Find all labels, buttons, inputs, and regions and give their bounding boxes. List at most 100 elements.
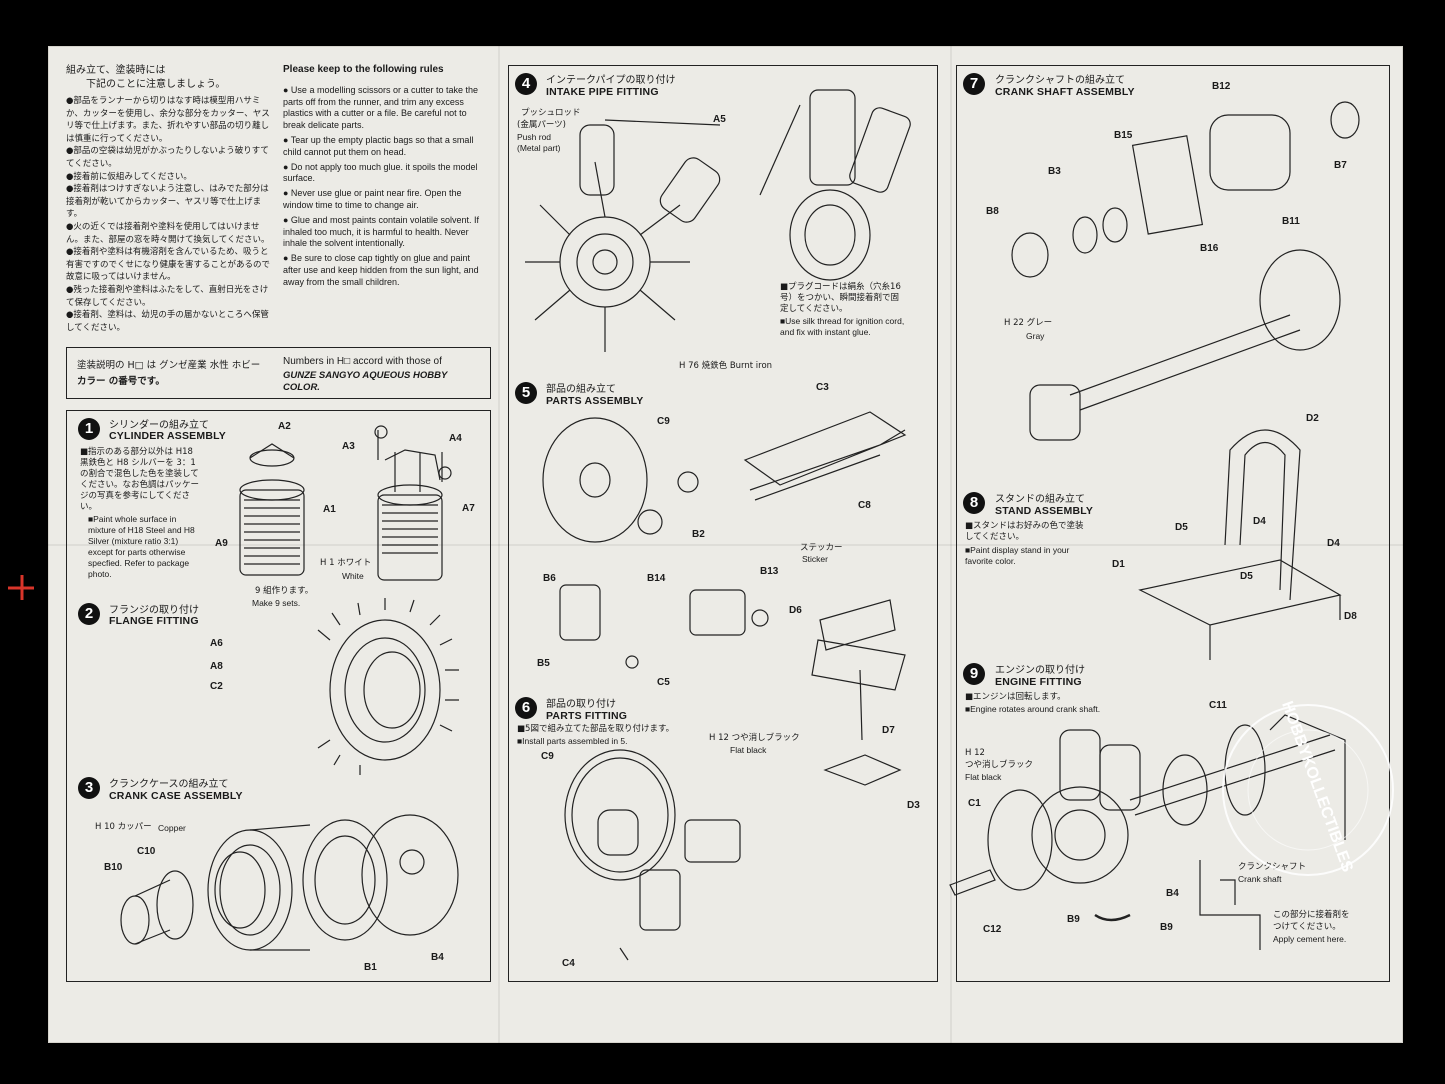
part-label: C9 [657, 416, 670, 427]
part-label: B13 [760, 566, 779, 577]
part-label: A1 [323, 504, 336, 515]
rules-jp-item: ●部品をランナーから切りはなす時は模型用ハサミか、カッターを使用し、余分な部分を… [66, 96, 270, 144]
paint-box-en-1: Numbers in H□ accord with those of [283, 356, 442, 367]
step-title-jp: エンジンの取り付け [995, 665, 1085, 676]
paint-box-en-2: GUNZE SANGYO AQUEOUS HOBBY [283, 370, 448, 381]
part-label: B12 [1212, 81, 1231, 92]
part-label: A7 [462, 503, 475, 514]
part-label: D2 [1306, 413, 1319, 424]
pushrod-jp-1: プッシュロッド [521, 108, 581, 118]
panel-steps-4-6 [508, 65, 938, 982]
crankcase-drawing [120, 814, 459, 951]
step-number: 3 [78, 777, 100, 799]
rules-en-item: ● Do not apply too much glue. it spoils … [283, 161, 478, 184]
step-title-en: INTAKE PIPE FITTING [546, 86, 659, 98]
cement-jp2: つけてください。 [1273, 922, 1341, 932]
part-label: B4 [1166, 888, 1179, 899]
step-title-jp: 部品の組み立て [546, 384, 616, 395]
step-title-en: CRANK CASE ASSEMBLY [109, 790, 243, 802]
step9-paint-jp: H 12 [965, 748, 985, 758]
rules-jp-item: ●接着剤、塗料は、幼児の手の届かないところへ保管してください。 [66, 310, 269, 333]
part-label: C2 [210, 681, 223, 692]
step1-paint-jp: H 1 ホワイト [320, 558, 372, 568]
part-label: B3 [1048, 166, 1061, 177]
watermark-text: HOBBYKOLLECTIBLES [1278, 699, 1356, 875]
panel-steps-7-9 [956, 65, 1390, 982]
fold-line [498, 46, 500, 1043]
engine-drawing-step4 [525, 89, 911, 352]
rules-jp-item: ●残った接着剤や塗料はふたをして、直射日光をさけて保存してください。 [66, 284, 269, 308]
step7-paint-jp: H 22 グレー [1004, 318, 1053, 328]
part-label: A6 [210, 638, 223, 649]
step3-paint-en: Copper [158, 823, 186, 833]
step4-cord-en: ■Use silk thread for ignition cord, and … [780, 316, 905, 337]
step-title-jp: スタンドの組み立て [995, 494, 1085, 505]
step-title-en: CRANK SHAFT ASSEMBLY [995, 86, 1135, 98]
step-title-en: ENGINE FITTING [995, 676, 1082, 688]
part-label: B16 [1200, 243, 1219, 254]
step-number: 7 [963, 73, 985, 95]
rules-en: Please keep to the following rules ● Use… [283, 64, 488, 289]
part-label: D7 [882, 725, 895, 736]
fold-line [950, 46, 952, 1043]
step1-sets-jp: 9 組作ります。 [255, 586, 314, 596]
part-label: A4 [449, 433, 462, 444]
rules-en-item: ● Tear up the empty plactic bags so that… [283, 134, 474, 157]
instruction-sheet [48, 46, 1403, 1043]
part-label: D1 [1112, 559, 1125, 570]
step-title-jp: シリンダーの組み立て [109, 420, 209, 431]
part-label: D6 [789, 605, 802, 616]
step6-paint-en: Flat black [730, 745, 767, 755]
step-number: 1 [78, 418, 100, 440]
part-label: B1 [364, 962, 377, 973]
step-number: 9 [963, 663, 985, 685]
part-label: B2 [692, 529, 705, 540]
step1-note-jp: ■指示のある部分以外は H18 黒鉄色と H8 シルバーを 3：1 の割合で混色… [80, 447, 200, 512]
part-label: B5 [537, 658, 550, 669]
rules-en-item: ● Glue and most paints contain volatile … [283, 214, 480, 249]
paint-box-jp-2: カラー の番号です。 [77, 376, 165, 387]
step6-note-jp: ■5図で組み立てた部品を取り付けます。 [517, 724, 675, 734]
part-label: B11 [1282, 216, 1300, 227]
part-label: B6 [543, 573, 556, 584]
part-label: C9 [541, 751, 554, 762]
step-number: 6 [515, 697, 537, 719]
part-label: D5 [1240, 571, 1253, 582]
part-label: B10 [104, 862, 123, 873]
step-title-en: PARTS ASSEMBLY [546, 395, 644, 407]
part-label: C1 [968, 798, 981, 809]
engine-drawing-step9 [949, 714, 1346, 950]
step6-note-en: ■Install parts assembled in 5. [517, 736, 628, 746]
step7-paint-en: Gray [1026, 331, 1045, 341]
step4-cord-jp: ■プラグコードは絹糸（穴糸16号）をつかい、瞬間接着剤で固定してください。 [780, 282, 901, 314]
step8-note-en: ■Paint display stand in your favorite co… [965, 545, 1070, 566]
part-label: D8 [1344, 611, 1357, 622]
part-label: D4 [1253, 516, 1266, 527]
rules-en-item: ● Be sure to close cap tightly on glue a… [283, 253, 479, 287]
part-label: B14 [647, 573, 666, 584]
part-label: C12 [983, 924, 1002, 935]
part-label: D5 [1175, 522, 1188, 533]
part-label: A5 [713, 114, 726, 125]
part-label: C4 [562, 958, 575, 969]
part-label: C5 [657, 677, 670, 688]
cylinder-drawing [239, 425, 452, 581]
rules-jp-item: ●部品の空袋は幼児がかぶったりしないよう破りすててください。 [66, 146, 269, 169]
part-label: A8 [210, 661, 223, 672]
rules-jp-item: ●接着剤や塗料は有機溶剤を含んでいるため、吸うと有害ですのでくせになり健康を害す… [66, 247, 271, 283]
step9-paint-jp2: つや消しブラック [965, 760, 1034, 770]
cement-en: Apply cement here. [1273, 934, 1347, 944]
step-title-en: STAND ASSEMBLY [995, 505, 1094, 517]
sticker-jp: ステッカー [800, 543, 843, 553]
cement-jp: この部分に接着剤を [1273, 910, 1350, 920]
step-title-jp: クランクシャフトの組み立て [995, 75, 1125, 86]
part-label: A9 [215, 538, 228, 549]
rules-jp-title-1: 組み立て、塗装時には [66, 65, 166, 76]
part-label: A2 [278, 421, 291, 432]
part-label: C8 [858, 500, 871, 511]
step9-paint-en: Flat black [965, 772, 1002, 782]
part-label: B8 [986, 206, 999, 217]
crankshaft-drawing [1011, 101, 1360, 660]
